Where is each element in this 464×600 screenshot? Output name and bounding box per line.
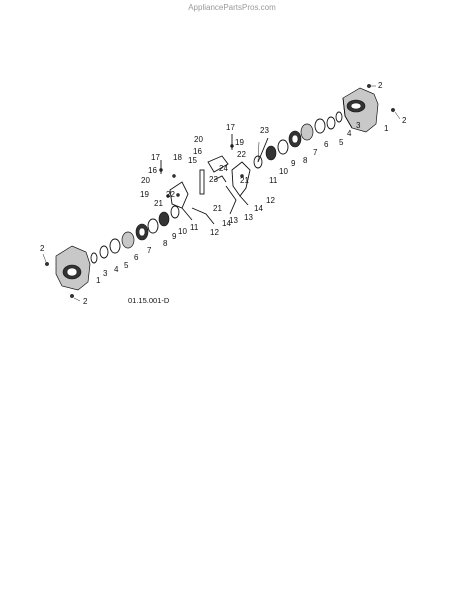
callout-12: 12 — [266, 196, 275, 205]
callout-7: 7 — [147, 246, 152, 255]
callout-1: 1 — [384, 124, 389, 133]
callout-9: 9 — [172, 232, 177, 241]
screw-right — [391, 108, 401, 120]
callout-2: 2 — [83, 297, 88, 306]
callout-17: 17 — [151, 153, 160, 162]
callout-10: 10 — [279, 167, 288, 176]
callout-2: 2 — [378, 81, 383, 90]
callout-14: 14 — [254, 204, 263, 213]
watermark-text: AppliancePartsPros.com — [188, 3, 276, 12]
callout-13: 13 — [229, 216, 238, 225]
left-gear-train — [90, 205, 180, 264]
callout-11: 11 — [269, 176, 278, 185]
callout-7: 7 — [313, 148, 318, 157]
callout-17: 17 — [226, 123, 235, 132]
callout-5: 5 — [339, 138, 344, 147]
callout-11: 11 — [190, 223, 199, 232]
callout-14: 14 — [222, 219, 231, 228]
callout-2: 2 — [402, 116, 407, 125]
left-linkage — [159, 160, 215, 225]
callout-23: 23 — [260, 126, 269, 135]
callout-10: 10 — [178, 227, 187, 236]
callout-20: 20 — [194, 135, 203, 144]
callout-4: 4 — [114, 265, 119, 274]
callout-1: 1 — [96, 276, 101, 285]
callout-9: 9 — [291, 159, 296, 168]
callout-21: 21 — [154, 199, 163, 208]
callout-3: 3 — [356, 121, 361, 130]
right-housing — [342, 87, 379, 133]
callout-6: 6 — [324, 140, 329, 149]
callout-20: 20 — [141, 176, 150, 185]
callout-2: 2 — [40, 244, 45, 253]
callout-12: 12 — [210, 228, 219, 237]
callout-24: 24 — [219, 164, 228, 173]
right-linkage — [225, 134, 251, 215]
callout-13: 13 — [244, 213, 253, 222]
right-gear-train — [253, 111, 343, 169]
callout-18: 18 — [173, 153, 182, 162]
left-housing — [55, 245, 91, 291]
screw-upper-right — [367, 84, 376, 88]
callout-16: 16 — [148, 166, 157, 175]
callout-22: 22 — [237, 150, 246, 159]
callout-15: 15 — [188, 156, 197, 165]
callout-19: 19 — [235, 138, 244, 147]
callout-3: 3 — [103, 269, 108, 278]
callout-5: 5 — [124, 261, 129, 270]
screw-lower-left — [70, 294, 81, 302]
callout-8: 8 — [303, 156, 308, 165]
screw-left — [42, 253, 49, 266]
callout-8: 8 — [163, 239, 168, 248]
center-shaft-assembly — [199, 155, 229, 195]
callout-21: 21 — [213, 204, 222, 213]
callout-22: 22 — [166, 190, 175, 199]
callout-6: 6 — [134, 253, 139, 262]
callout-19: 19 — [140, 190, 149, 199]
callout-16: 16 — [193, 147, 202, 156]
callout-21: 21 — [240, 176, 249, 185]
callout-4: 4 — [347, 129, 352, 138]
diagram-code: 01.15.001-D — [128, 296, 170, 305]
callout-23: 23 — [209, 175, 218, 184]
